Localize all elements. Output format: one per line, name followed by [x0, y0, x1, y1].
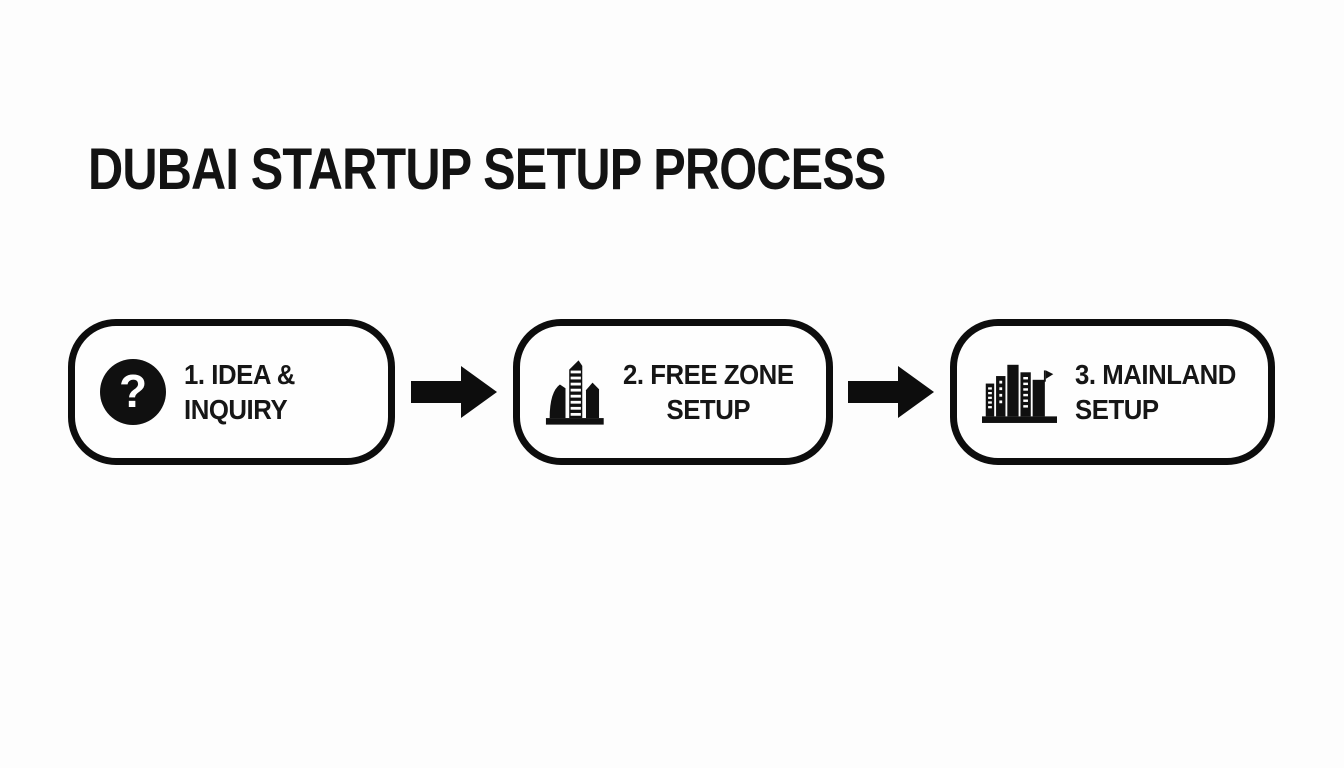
step-label: 2. FREE ZONE SETUP [623, 357, 794, 427]
step-label: 3. MAINLAND SETUP [1075, 357, 1236, 427]
question-mark-icon: ? [100, 359, 166, 425]
page-title: DUBAI STARTUP SETUP PROCESS [88, 137, 886, 202]
step-label-line2: SETUP [1075, 394, 1159, 425]
step-label-line1: 2. FREE ZONE [622, 359, 794, 390]
arrow-right-icon [848, 366, 934, 418]
mainland-skyline-icon [982, 364, 1058, 423]
arrow-right-icon [411, 366, 497, 418]
arrow-head [898, 366, 934, 418]
step-label-line2: INQUIRY [184, 394, 288, 425]
freezone-tower-icon [545, 360, 604, 425]
step-box-free-zone-setup: 2. FREE ZONE SETUP [513, 319, 833, 465]
arrow-head [461, 366, 497, 418]
step-box-mainland-setup: 3. MAINLAND SETUP [950, 319, 1275, 465]
arrow-shaft [411, 381, 462, 403]
step-label-line2: SETUP [666, 394, 750, 425]
step-label: 1. IDEA & INQUIRY [184, 357, 295, 427]
step-label-line1: 1. IDEA & [184, 359, 295, 390]
arrow-shaft [848, 381, 899, 403]
step-box-idea-inquiry: ? 1. IDEA & INQUIRY [68, 319, 395, 465]
question-mark-glyph: ? [118, 365, 148, 417]
step-label-line1: 3. MAINLAND [1075, 359, 1237, 390]
